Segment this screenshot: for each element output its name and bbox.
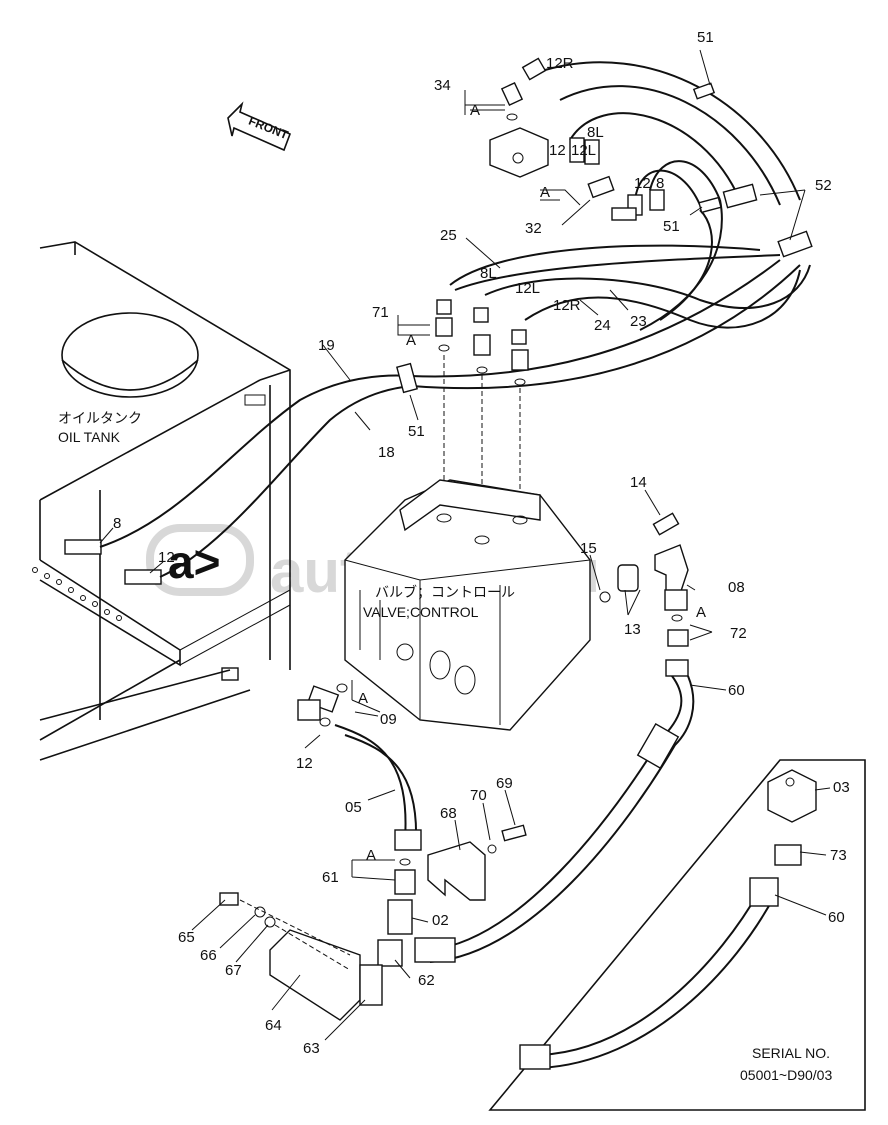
callout-72: 72 xyxy=(730,625,747,642)
callout-18: 18 xyxy=(378,444,395,461)
callout-8-mid: 8 xyxy=(656,175,664,192)
callout-65: 65 xyxy=(178,929,195,946)
callout-34: 34 xyxy=(434,77,451,94)
callout-08: 08 xyxy=(728,579,745,596)
callout-69: 69 xyxy=(496,775,513,792)
callout-63: 63 xyxy=(303,1040,320,1057)
hose-clamps xyxy=(396,82,813,394)
callout-12-top: 12 xyxy=(549,142,566,159)
callout-A5: A xyxy=(358,690,368,707)
callout-12-low: 12 xyxy=(296,755,313,772)
callout-60: 60 xyxy=(728,682,745,699)
callout-13: 13 xyxy=(624,621,641,638)
callout-51-low: 51 xyxy=(408,423,425,440)
callout-12L: 12L xyxy=(515,280,540,297)
callout-24: 24 xyxy=(594,317,611,334)
hose-60 xyxy=(414,675,695,963)
callout-73: 73 xyxy=(830,847,847,864)
callout-62: 62 xyxy=(418,972,435,989)
oil-tank: オイルタンク OIL TANK xyxy=(32,241,291,761)
control-valve: バルブ；コントロール VALVE;CONTROL xyxy=(344,479,591,731)
front-label: FRONT xyxy=(247,114,291,143)
callout-12R-top: 12R xyxy=(546,55,574,72)
callout-19: 19 xyxy=(318,337,335,354)
valve-top-fittings xyxy=(435,299,529,540)
tank-fitting-8 xyxy=(64,539,102,555)
hose-18-19 xyxy=(99,259,801,578)
upper-hose-bundle xyxy=(449,61,811,331)
clamp-51-mid xyxy=(698,196,722,214)
valve-en-label: VALVE;CONTROL xyxy=(363,604,479,620)
callout-71: 71 xyxy=(372,304,389,321)
callout-67: 67 xyxy=(225,962,242,979)
callout-12R: 12R xyxy=(553,297,581,314)
callout-66: 66 xyxy=(200,947,217,964)
top-fitting-block xyxy=(489,57,665,221)
callout-51-top: 51 xyxy=(697,29,714,46)
oil-tank-jp-label: オイルタンク xyxy=(58,410,142,426)
callout-03: 03 xyxy=(833,779,850,796)
callout-12-tank: 12 xyxy=(158,549,175,566)
callout-25: 25 xyxy=(440,227,457,244)
callout-60-box: 60 xyxy=(828,909,845,926)
oil-tank-en-label: OIL TANK xyxy=(58,429,121,445)
callout-52: 52 xyxy=(815,177,832,194)
serial-label: SERIAL NO. xyxy=(752,1045,830,1061)
pipe-05 xyxy=(297,683,422,895)
svg-text:a>: a> xyxy=(168,536,220,588)
callout-8L: 8L xyxy=(480,265,497,282)
callout-12-mid: 12 xyxy=(634,175,651,192)
leader-lines xyxy=(99,49,831,1041)
front-arrow: FRONT xyxy=(227,101,292,152)
callout-09: 09 xyxy=(380,711,397,728)
callout-23: 23 xyxy=(630,313,647,330)
tank-holes xyxy=(32,567,122,621)
callout-64: 64 xyxy=(265,1017,282,1034)
callout-61: 61 xyxy=(322,869,339,886)
serial-variant-box: SERIAL NO. 05001~D90/03 xyxy=(488,759,866,1111)
callout-numbers: 34 A 12R 51 8L 12 12L 12 8 A 32 51 52 25… xyxy=(113,29,850,1057)
callout-51-mid: 51 xyxy=(663,218,680,235)
callout-05: 05 xyxy=(345,799,362,816)
clamp-51-low xyxy=(396,362,418,394)
serial-range: 05001~D90/03 xyxy=(740,1067,832,1083)
tank-fitting-12 xyxy=(124,569,162,585)
callout-70: 70 xyxy=(470,787,487,804)
callout-A2: A xyxy=(540,184,550,201)
clamp-51-top xyxy=(692,82,716,100)
callout-A3: A xyxy=(406,332,416,349)
callout-14: 14 xyxy=(630,474,647,491)
callout-A1: A xyxy=(470,102,480,119)
callout-A4: A xyxy=(696,604,706,621)
callout-8L-top: 8L xyxy=(587,124,604,141)
callout-32: 32 xyxy=(525,220,542,237)
lower-bracket-assembly xyxy=(219,824,527,1021)
callout-15: 15 xyxy=(580,540,597,557)
callout-68: 68 xyxy=(440,805,457,822)
callout-12L-top: 12L xyxy=(571,142,596,159)
callout-8-tank: 8 xyxy=(113,515,121,532)
clamp-52-b xyxy=(777,230,813,258)
callout-A6: A xyxy=(366,847,376,864)
watermark-logo: a> xyxy=(146,524,254,596)
clamp-52-a xyxy=(722,183,758,209)
valve-jp-label: バルブ；コントロール xyxy=(375,584,515,601)
valve-right-fittings xyxy=(599,512,689,677)
callout-02: 02 xyxy=(432,912,449,929)
